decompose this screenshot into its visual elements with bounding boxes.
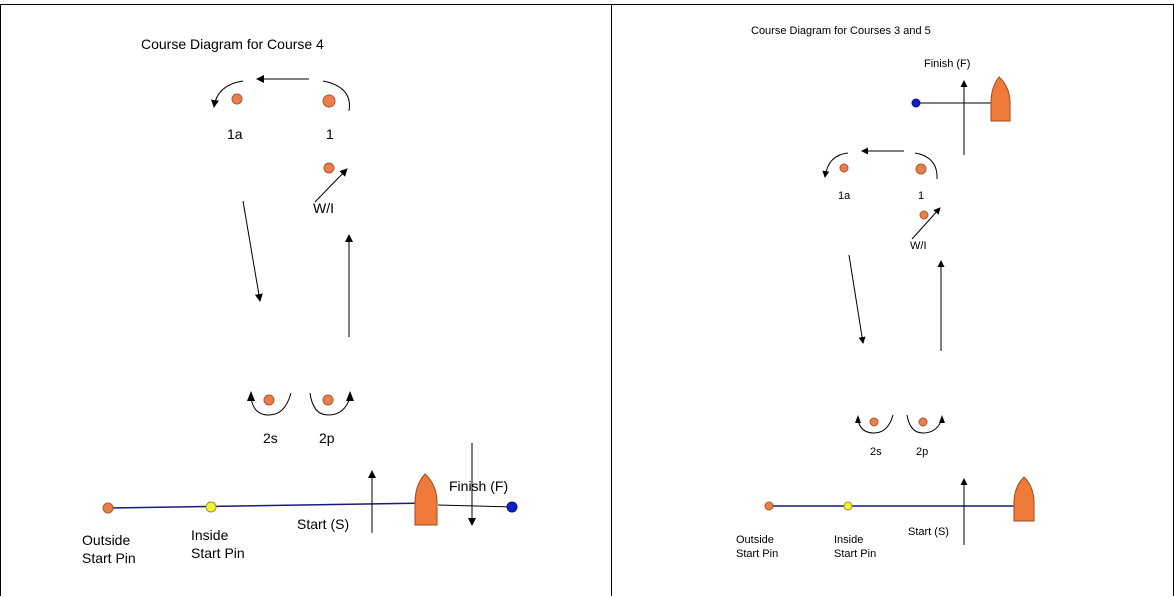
mark-2s-label: 2s <box>263 430 278 446</box>
committee-boat <box>1013 476 1035 522</box>
mark-2s-rounding-arc <box>250 392 292 416</box>
mark-2p-label: 2p <box>319 430 335 446</box>
mark-1a-label: 1a <box>227 126 243 142</box>
mark-1a <box>839 163 849 173</box>
mark-1-label: 1 <box>326 126 334 142</box>
start-label: Start (S) <box>908 526 949 538</box>
mark-1a-label: 1a <box>838 190 851 202</box>
mark-1 <box>915 163 927 175</box>
mark-2s-arrowhead <box>247 391 255 401</box>
outside-start-pin <box>764 501 774 511</box>
mark-2s-label: 2s <box>870 446 882 458</box>
diagram-title: Course Diagram for Courses 3 and 5 <box>751 25 931 37</box>
finish-label: Finish (F) <box>924 58 970 70</box>
mark-1a-rounding-arc <box>210 80 244 108</box>
course-4-diagram-panel: Course Diagram for Course 4 1a 1 W/I 2s … <box>0 4 612 596</box>
inside-start-pin <box>205 501 217 513</box>
leg-arrow-downwind <box>242 200 263 302</box>
mark-2p <box>918 417 928 427</box>
outside-start-pin <box>102 502 114 514</box>
mark-2p <box>322 394 334 406</box>
mark-1-rounding-arc <box>914 152 938 180</box>
finish-line <box>437 504 513 508</box>
finish-pin <box>911 98 921 108</box>
finish-pin <box>506 501 518 513</box>
mark-wl <box>919 210 929 220</box>
mark-1 <box>322 94 336 108</box>
start-label: Start (S) <box>297 516 349 532</box>
outside-pin-label-line2: Start Pin <box>82 550 136 566</box>
mark-1a <box>231 93 243 105</box>
inside-pin-label-line1: Inside <box>834 534 863 546</box>
course-4-diagram: Course Diagram for Course 4 1a 1 W/I 2s … <box>82 36 518 566</box>
mark-1a-rounding-arc <box>822 152 849 178</box>
mark-2p-label: 2p <box>916 446 928 458</box>
finish-label: Finish (F) <box>449 478 508 494</box>
inside-start-pin <box>843 501 853 511</box>
outside-pin-label-line1: Outside <box>736 534 774 546</box>
mark-wl-label: W/I <box>910 240 927 252</box>
mark-2p-arrowhead <box>346 391 354 401</box>
courses-3-and-5-diagram-panel: Course Diagram for Courses 3 and 5 Finis… <box>612 4 1174 596</box>
start-line <box>107 502 434 509</box>
mark-2s-arrowhead <box>855 415 861 423</box>
leg-arrow-to-wl <box>314 168 348 203</box>
mark-2s-rounding-arc <box>857 414 894 434</box>
inside-pin-label-line1: Inside <box>191 527 229 543</box>
inside-pin-label-line2: Start Pin <box>191 545 245 561</box>
outside-pin-label-line1: Outside <box>82 532 130 548</box>
mark-2p-rounding-arc <box>906 414 943 434</box>
committee-boat <box>414 473 438 526</box>
leg-arrow-downwind <box>848 254 866 344</box>
diagram-title: Course Diagram for Course 4 <box>141 36 324 52</box>
leg-arrow-to-wl <box>911 207 941 240</box>
mark-1-label: 1 <box>918 190 924 202</box>
mark-1-rounding-arc <box>322 80 350 112</box>
outside-pin-label-line2: Start Pin <box>736 548 778 560</box>
mark-2s <box>869 417 879 427</box>
mark-2s <box>263 394 275 406</box>
mark-2p-rounding-arc <box>309 392 351 416</box>
courses-3-and-5-diagram: Course Diagram for Courses 3 and 5 Finis… <box>736 25 1035 560</box>
mark-wl <box>323 162 335 174</box>
inside-pin-label-line2: Start Pin <box>834 548 876 560</box>
mark-wl-label: W/I <box>313 200 334 216</box>
finish-boat <box>990 76 1011 122</box>
mark-2p-arrowhead <box>939 415 945 423</box>
